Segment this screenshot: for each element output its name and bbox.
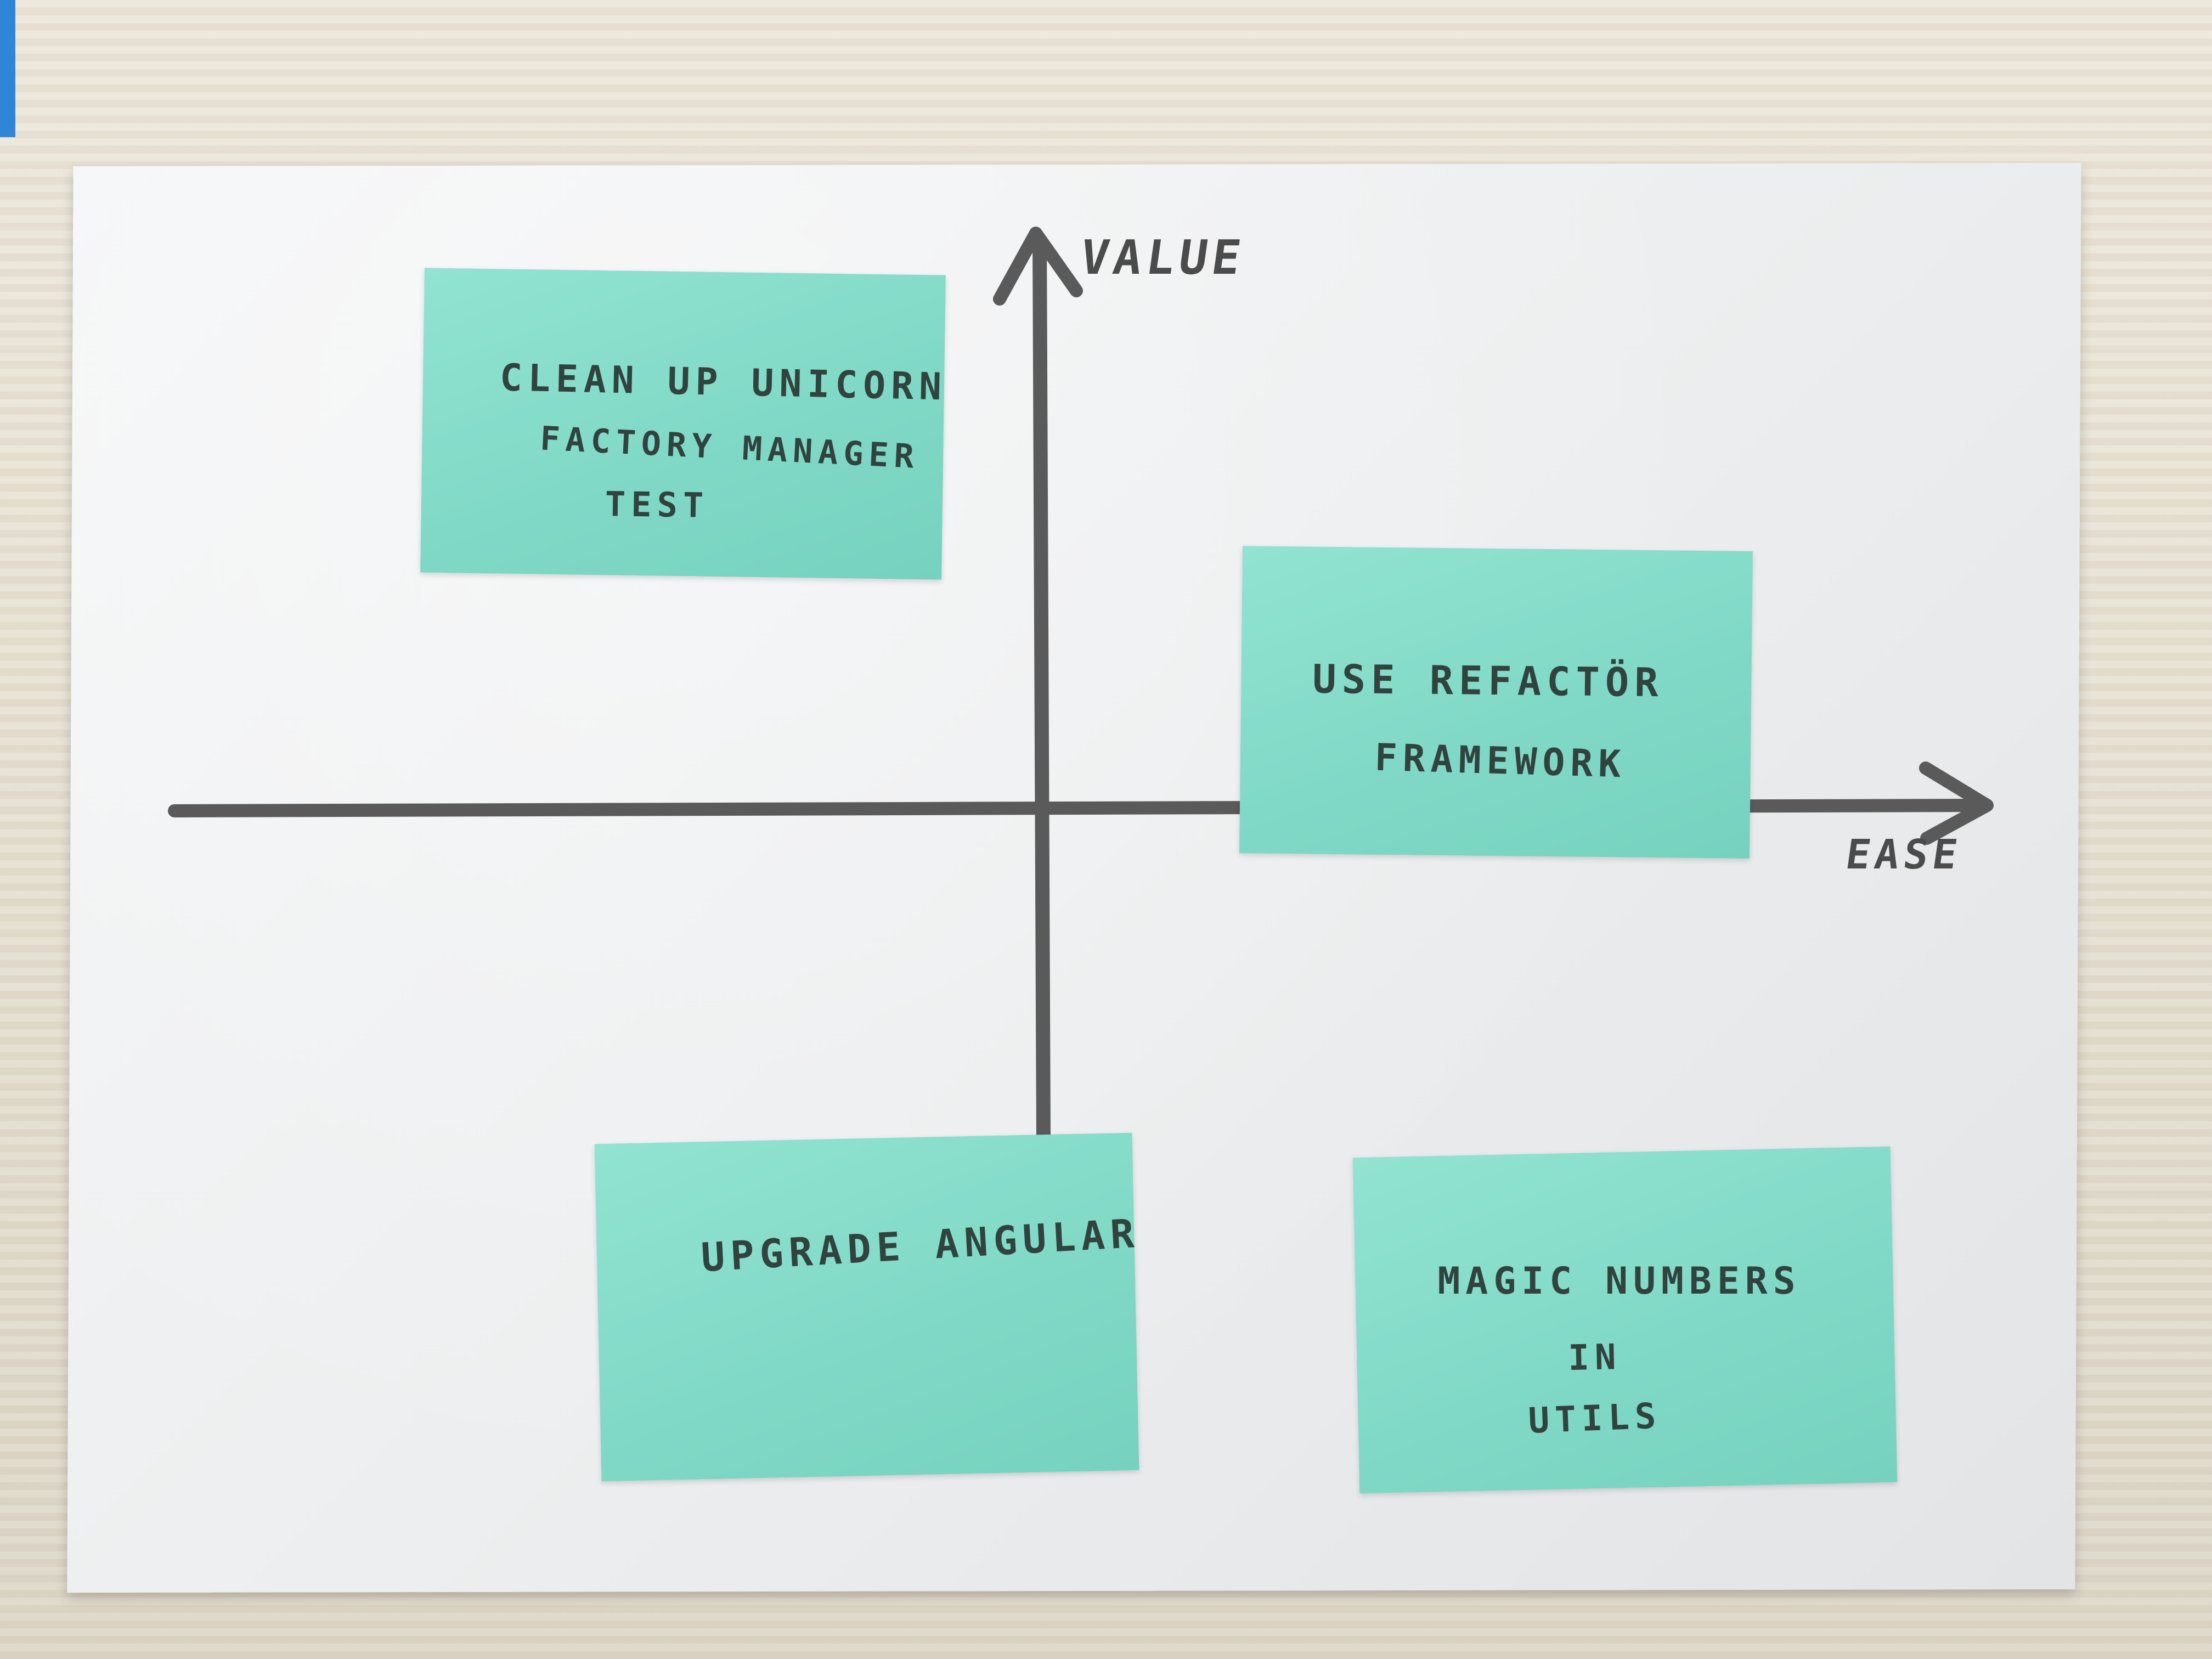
note-text-line: UTILS: [1527, 1396, 1662, 1442]
sticky-note-clean-up-unicorn[interactable]: CLEAN UP UNICORN FACTORY MANAGER TEST: [420, 268, 947, 580]
note-text-line: FACTORY MANAGER: [539, 419, 921, 477]
note-text-line: UPGRADE ANGULAR: [699, 1210, 1141, 1281]
note-text-line: FRAMEWORK: [1374, 736, 1627, 787]
note-text-line: CLEAN UP UNICORN: [499, 356, 947, 409]
sticky-note-magic-numbers[interactable]: MAGIC NUMBERS IN UTILS: [1352, 1146, 1898, 1494]
note-text-line: TEST: [605, 484, 709, 526]
sticky-note-refactor-framework[interactable]: USE REFACTÖR FRAMEWORK: [1239, 546, 1753, 859]
value-axis-label: VALUE: [1076, 230, 1249, 285]
blue-edge-strip: [0, 0, 15, 137]
note-text-line: USE REFACTÖR: [1312, 656, 1664, 706]
sticky-note-upgrade-angular[interactable]: UPGRADE ANGULAR: [594, 1132, 1141, 1482]
ease-axis-label: EASE: [1842, 831, 1965, 878]
note-text-line: MAGIC NUMBERS: [1437, 1260, 1801, 1304]
note-text-line: IN: [1567, 1337, 1622, 1379]
